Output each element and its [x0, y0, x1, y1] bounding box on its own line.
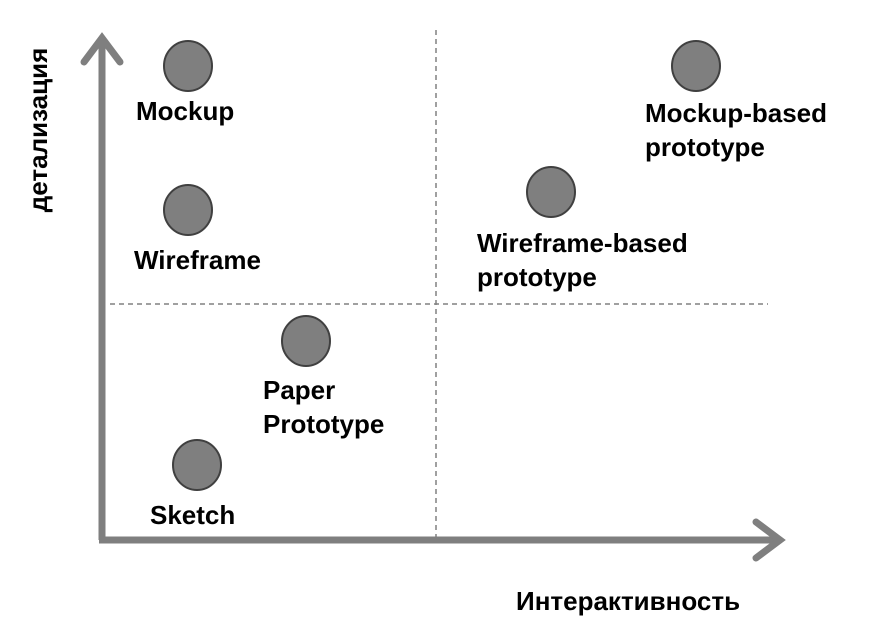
- node-paper-prototype: [281, 315, 331, 367]
- y-axis-label: детализация: [23, 47, 53, 213]
- label-line: Mockup-based: [645, 98, 828, 128]
- label-line: Wireframe: [134, 245, 261, 275]
- label-wireframe: Wireframe: [134, 243, 261, 277]
- label-line: Sketch: [150, 500, 236, 530]
- node-wireframe: [163, 184, 213, 236]
- label-mockup-based-prototype: Mockup-based prototype: [645, 96, 827, 164]
- label-wireframe-based-prototype: Wireframe-based prototype: [477, 226, 688, 294]
- x-axis-arrowhead: [752, 518, 786, 562]
- node-sketch: [172, 439, 222, 491]
- label-line: Wireframe-based: [477, 228, 688, 258]
- label-line: prototype: [645, 132, 765, 162]
- node-mockup-based-prototype: [671, 40, 721, 92]
- x-axis-label: Интерактивность: [516, 586, 741, 616]
- node-wireframe-based-prototype: [526, 166, 576, 218]
- label-line: prototype: [477, 262, 597, 292]
- label-mockup: Mockup: [136, 94, 234, 128]
- label-line: Mockup: [136, 96, 235, 126]
- node-mockup: [163, 40, 213, 92]
- y-axis-arrowhead: [80, 32, 124, 66]
- label-sketch: Sketch: [150, 498, 235, 532]
- label-paper-prototype: Paper Prototype: [263, 373, 384, 441]
- label-line: Paper: [263, 375, 336, 405]
- label-line: Prototype: [263, 409, 385, 439]
